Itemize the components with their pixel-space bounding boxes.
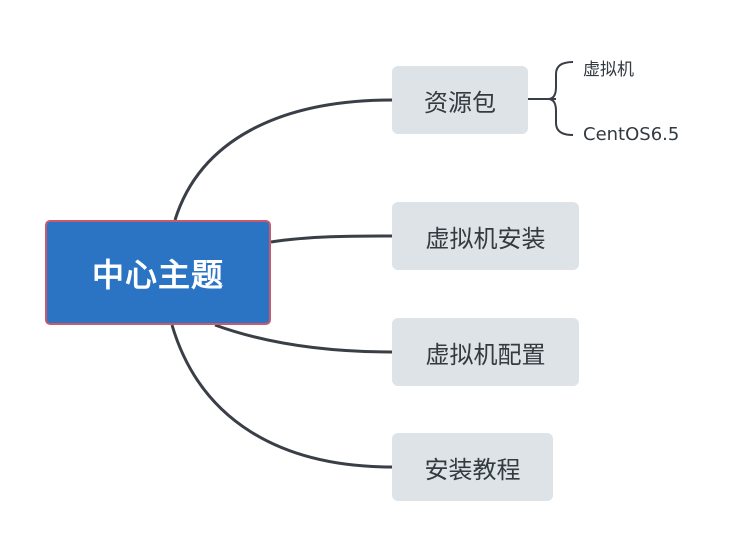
branch-node-xunijianzhuang[interactable]: 虚拟机安装: [392, 202, 579, 270]
branch-node-xunijipeizhi[interactable]: 虚拟机配置: [392, 318, 579, 386]
leaf-node-centos[interactable]: CentOS6.5: [583, 124, 680, 145]
connector-central-to-ziyuanbao: [173, 98, 393, 221]
central-topic-node[interactable]: 中心主题: [45, 220, 271, 325]
connector-central-to-xunijianzhuang: [270, 234, 393, 244]
connector-central-to-anzhuangjiaocheng: [170, 324, 393, 469]
branch-node-ziyuanbao[interactable]: 资源包: [392, 66, 528, 134]
connector-central-to-xunijipeizhi: [214, 323, 393, 354]
leaf-node-xuniji[interactable]: 虚拟机: [583, 60, 634, 80]
branch-node-anzhuangjiaocheng[interactable]: 安装教程: [392, 433, 553, 501]
brace-leaves: [547, 61, 574, 136]
